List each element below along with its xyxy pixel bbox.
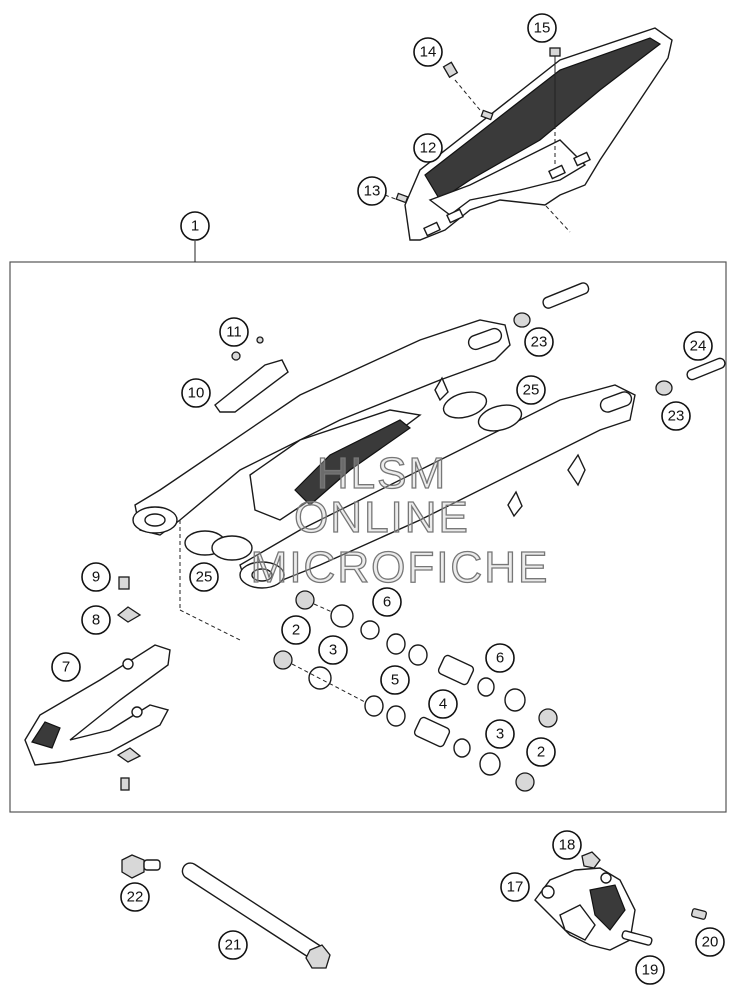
svg-text:15: 15 bbox=[534, 20, 551, 37]
callout-19[interactable]: 19 bbox=[635, 955, 665, 985]
svg-text:6: 6 bbox=[496, 650, 504, 667]
svg-text:19: 19 bbox=[642, 962, 659, 979]
svg-text:5: 5 bbox=[391, 672, 399, 689]
chain-adjuster-pin-upper[interactable] bbox=[541, 281, 590, 309]
swingarm[interactable] bbox=[132, 319, 636, 589]
callout-23b[interactable]: 23 bbox=[661, 401, 691, 431]
svg-text:11: 11 bbox=[226, 324, 242, 341]
callout-18[interactable]: 18 bbox=[552, 830, 582, 860]
svg-text:21: 21 bbox=[225, 937, 242, 954]
nut-18[interactable] bbox=[581, 851, 601, 869]
callout-5[interactable]: 5 bbox=[380, 665, 410, 695]
callout-11[interactable]: 11 bbox=[219, 317, 249, 347]
swingarm-pivot-axle[interactable] bbox=[179, 860, 331, 969]
callout-22[interactable]: 22 bbox=[120, 882, 150, 912]
svg-text:2: 2 bbox=[292, 622, 300, 639]
callout-24[interactable]: 24 bbox=[683, 331, 713, 361]
svg-text:20: 20 bbox=[702, 934, 719, 951]
svg-text:9: 9 bbox=[92, 569, 100, 586]
svg-text:2: 2 bbox=[537, 744, 545, 761]
callout-17[interactable]: 17 bbox=[500, 872, 530, 902]
svg-text:23: 23 bbox=[668, 408, 685, 425]
svg-text:23: 23 bbox=[531, 334, 548, 351]
callout-2a[interactable]: 2 bbox=[281, 615, 311, 645]
chain-slider-7[interactable] bbox=[24, 644, 171, 791]
rubber-ring-25-upper[interactable] bbox=[441, 388, 525, 436]
callout-25b[interactable]: 25 bbox=[189, 562, 219, 592]
chain-guard-screw-13[interactable] bbox=[384, 192, 409, 204]
svg-text:25: 25 bbox=[523, 382, 540, 399]
screw-19[interactable] bbox=[621, 930, 653, 946]
svg-text:4: 4 bbox=[439, 696, 447, 713]
callout-21[interactable]: 21 bbox=[218, 930, 248, 960]
svg-text:3: 3 bbox=[329, 642, 337, 659]
svg-text:13: 13 bbox=[364, 183, 381, 200]
svg-text:7: 7 bbox=[62, 659, 70, 676]
svg-text:24: 24 bbox=[690, 338, 707, 355]
callout-20[interactable]: 20 bbox=[695, 927, 725, 957]
chain-adjuster-nut-23[interactable] bbox=[655, 380, 673, 396]
pivot-leader-2 bbox=[179, 609, 241, 641]
svg-text:12: 12 bbox=[420, 140, 437, 157]
callout-3a[interactable]: 3 bbox=[318, 635, 348, 665]
svg-text:10: 10 bbox=[188, 385, 205, 402]
rubber-ring-25-lower[interactable] bbox=[184, 530, 253, 561]
callout-2b[interactable]: 2 bbox=[526, 737, 556, 767]
washer-8[interactable] bbox=[116, 606, 142, 623]
callout-1[interactable]: 1 bbox=[180, 211, 210, 241]
callout-10[interactable]: 10 bbox=[181, 378, 211, 408]
svg-text:18: 18 bbox=[559, 837, 576, 854]
chain-guard-screw-15[interactable] bbox=[549, 47, 561, 165]
callout-25a[interactable]: 25 bbox=[516, 375, 546, 405]
svg-text:1: 1 bbox=[191, 218, 199, 235]
axle-bolt-22[interactable] bbox=[121, 854, 161, 879]
callout-6a[interactable]: 6 bbox=[372, 587, 402, 617]
callout-12[interactable]: 12 bbox=[413, 133, 443, 163]
watermark: HLSM ONLINE MICROFICHE bbox=[250, 448, 550, 592]
callout-4[interactable]: 4 bbox=[428, 689, 458, 719]
chain-slider-10[interactable] bbox=[214, 336, 289, 413]
chain-guard-screw-14[interactable] bbox=[442, 61, 494, 121]
callout-15[interactable]: 15 bbox=[527, 13, 557, 43]
chain-adjuster-pin-24[interactable] bbox=[686, 357, 727, 381]
chain-adjuster-nut-upper[interactable] bbox=[513, 312, 531, 328]
watermark-line-3: MICROFICHE bbox=[251, 543, 550, 592]
svg-text:6: 6 bbox=[383, 594, 391, 611]
callout-23a[interactable]: 23 bbox=[524, 327, 554, 357]
callout-14[interactable]: 14 bbox=[413, 37, 443, 67]
svg-text:22: 22 bbox=[127, 889, 144, 906]
svg-text:3: 3 bbox=[496, 726, 504, 743]
screw-20[interactable] bbox=[691, 908, 707, 920]
callout-6b[interactable]: 6 bbox=[485, 643, 515, 673]
watermark-line-1: HLSM bbox=[317, 449, 447, 498]
chain-guard[interactable] bbox=[404, 27, 673, 241]
callout-13[interactable]: 13 bbox=[357, 176, 387, 206]
callout-9[interactable]: 9 bbox=[81, 562, 111, 592]
svg-text:8: 8 bbox=[92, 612, 100, 629]
screw-9[interactable] bbox=[118, 576, 130, 590]
svg-text:17: 17 bbox=[507, 879, 524, 896]
pivot-bearing-parts[interactable] bbox=[273, 590, 558, 792]
swingarm-assembly-frame bbox=[9, 261, 727, 813]
callout-8[interactable]: 8 bbox=[81, 605, 111, 635]
callout-3b[interactable]: 3 bbox=[485, 719, 515, 749]
callout-7[interactable]: 7 bbox=[51, 652, 81, 682]
watermark-line-2: ONLINE bbox=[294, 493, 470, 542]
chain-guide-17[interactable] bbox=[534, 867, 636, 951]
svg-text:25: 25 bbox=[196, 569, 213, 586]
svg-text:14: 14 bbox=[420, 44, 437, 61]
